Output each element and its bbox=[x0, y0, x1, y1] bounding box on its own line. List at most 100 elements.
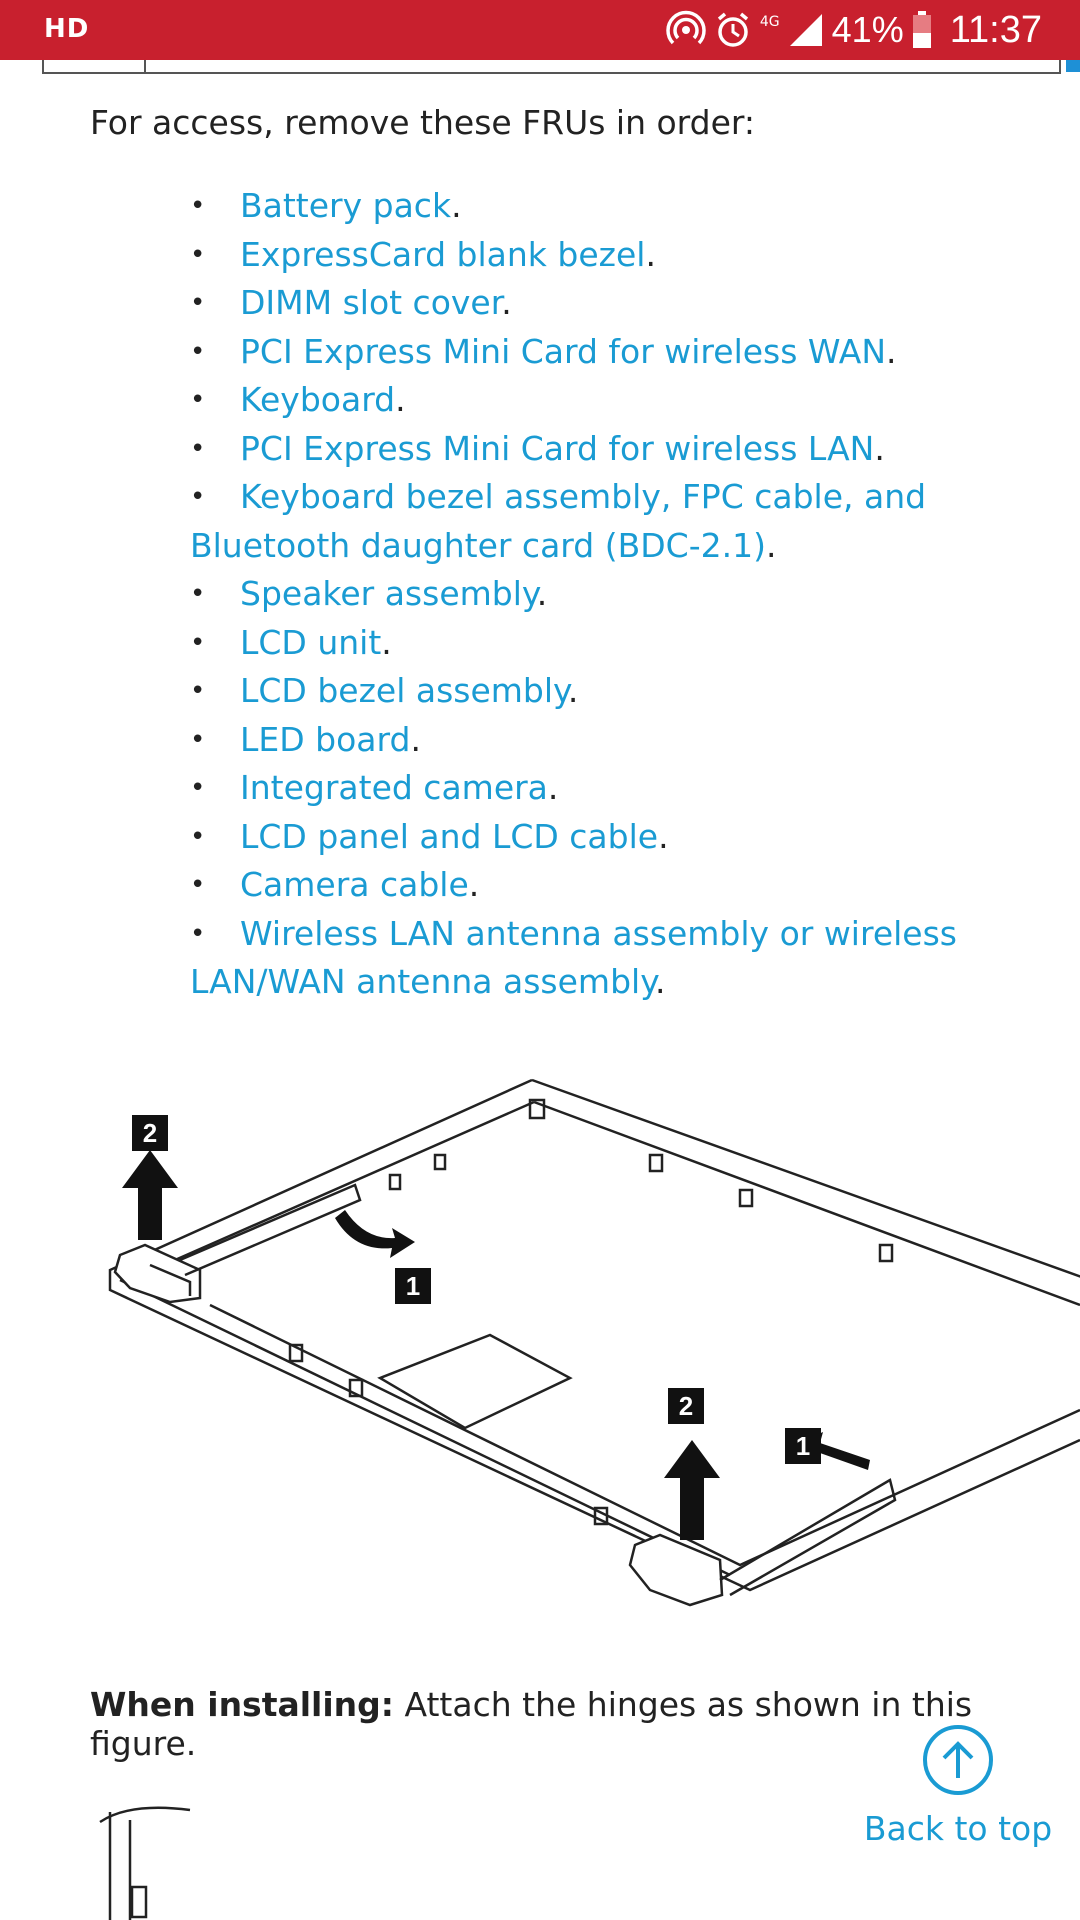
callout-1-right-label: 1 bbox=[796, 1431, 810, 1461]
intro-text: For access, remove these FRUs in order: bbox=[90, 103, 756, 142]
accent-edge bbox=[1066, 60, 1080, 72]
frame-lip bbox=[119, 1278, 731, 1577]
fru-item-text: Keyboard. bbox=[190, 376, 1080, 425]
fru-item-text: PCI Express Mini Card for wireless WAN. bbox=[190, 328, 1080, 377]
installing-lead: When installing: bbox=[90, 1685, 394, 1724]
fru-link[interactable]: Wireless LAN antenna assembly or wireles… bbox=[190, 913, 957, 1002]
alarm-icon bbox=[717, 12, 749, 47]
fru-item-text: DIMM slot cover. bbox=[190, 279, 1080, 328]
fru-link[interactable]: LED board bbox=[240, 719, 411, 759]
fru-item-text: LCD unit. bbox=[190, 619, 1080, 668]
fru-link[interactable]: ExpressCard blank bezel bbox=[240, 234, 646, 274]
installing-text: Attach the hinges as shown in this figur… bbox=[90, 1685, 973, 1763]
fru-punctuation: . bbox=[536, 574, 548, 613]
fru-link[interactable]: Battery pack bbox=[240, 186, 452, 225]
fru-item-text: Wireless LAN antenna assembly or wireles… bbox=[190, 910, 1080, 1007]
fru-item-text: Battery pack. bbox=[190, 182, 1080, 231]
up-arrow-right bbox=[664, 1440, 720, 1540]
fru-item-text: LCD bezel assembly. bbox=[190, 667, 1080, 716]
fru-list-item: Keyboard bezel assembly, FPC cable, and … bbox=[190, 473, 1080, 570]
fru-link[interactable]: Camera cable bbox=[240, 865, 469, 904]
fru-list-item: ExpressCard blank bezel. bbox=[190, 231, 1080, 280]
fru-list-item: Camera cable. bbox=[190, 861, 1080, 910]
fru-list-item: LCD unit. bbox=[190, 619, 1080, 668]
right-strip bbox=[719, 1478, 897, 1597]
fru-punctuation: . bbox=[468, 865, 480, 904]
fru-list-item: Keyboard. bbox=[190, 376, 1080, 425]
fru-item-text: LED board. bbox=[190, 716, 1080, 765]
callout-2-left bbox=[132, 1115, 168, 1151]
frame-inner bbox=[174, 1100, 1080, 1567]
up-arrow-left bbox=[122, 1150, 178, 1240]
fru-item-text: Speaker assembly. bbox=[190, 570, 1080, 619]
fru-item-text: LCD panel and LCD cable. bbox=[190, 813, 1080, 862]
fru-punctuation: . bbox=[451, 186, 462, 225]
fru-punctuation: . bbox=[765, 525, 777, 565]
network-type: 4G bbox=[759, 14, 780, 30]
callout-1-left bbox=[395, 1268, 431, 1304]
fru-link[interactable]: DIMM slot cover bbox=[240, 283, 502, 322]
fru-punctuation: . bbox=[567, 671, 579, 710]
fru-link[interactable]: PCI Express Mini Card for wireless LAN bbox=[240, 428, 875, 468]
fru-punctuation: . bbox=[886, 331, 897, 371]
status-bar: HD 4G 41% 11:37 bbox=[0, 0, 1080, 60]
header-box-edge bbox=[42, 60, 1061, 74]
fru-link[interactable]: Keyboard bezel assembly, FPC cable, and … bbox=[190, 477, 927, 565]
header-divider bbox=[144, 60, 146, 72]
fru-punctuation: . bbox=[658, 816, 669, 856]
battery-icon bbox=[912, 11, 931, 48]
fru-link[interactable]: Integrated camera bbox=[240, 768, 548, 807]
fru-item-text: Camera cable. bbox=[190, 861, 1080, 910]
fru-punctuation: . bbox=[655, 962, 666, 1001]
fru-link[interactable]: PCI Express Mini Card for wireless WAN bbox=[240, 331, 887, 371]
fru-punctuation: . bbox=[547, 768, 559, 807]
arrow-up-circle-icon[interactable] bbox=[923, 1725, 993, 1795]
curved-arrow-left bbox=[335, 1210, 415, 1258]
fru-list-item: LED board. bbox=[190, 716, 1080, 765]
fru-link[interactable]: Speaker assembly bbox=[240, 574, 537, 613]
fru-link[interactable]: LCD panel and LCD cable bbox=[240, 816, 659, 856]
callout-1-left-label: 1 bbox=[406, 1271, 420, 1301]
left-hinge bbox=[113, 1243, 202, 1304]
left-strip bbox=[179, 1183, 362, 1277]
fru-list-item: PCI Express Mini Card for wireless LAN. bbox=[190, 425, 1080, 474]
fru-list: Battery pack.ExpressCard blank bezel.DIM… bbox=[190, 182, 1080, 1007]
right-hinge bbox=[628, 1533, 724, 1607]
fru-link[interactable]: LCD bezel assembly bbox=[240, 671, 568, 710]
back-to-top-button[interactable]: Back to top bbox=[858, 1725, 1058, 1848]
status-icons: 4G 41% 11:37 bbox=[666, 0, 1080, 60]
battery-percent: 41% bbox=[831, 9, 904, 50]
label-panel bbox=[377, 1333, 573, 1430]
fru-item-text: PCI Express Mini Card for wireless LAN. bbox=[190, 425, 1080, 474]
fru-punctuation: . bbox=[410, 719, 421, 759]
fru-list-item: PCI Express Mini Card for wireless WAN. bbox=[190, 328, 1080, 377]
fru-list-item: LCD bezel assembly. bbox=[190, 667, 1080, 716]
signal-icon bbox=[789, 14, 822, 46]
fru-punctuation: . bbox=[395, 380, 406, 419]
fru-list-item: LCD panel and LCD cable. bbox=[190, 813, 1080, 862]
fru-link[interactable]: LCD unit bbox=[240, 622, 382, 662]
callout-2-right bbox=[668, 1388, 704, 1424]
hinge-removal-figure: 2 1 2 1 bbox=[108, 1078, 1080, 1607]
fru-list-item: Speaker assembly. bbox=[190, 570, 1080, 619]
fru-link[interactable]: Keyboard bbox=[240, 380, 396, 419]
fru-punctuation: . bbox=[381, 622, 392, 662]
fru-list-item: Wireless LAN antenna assembly or wireles… bbox=[190, 910, 1080, 1007]
fru-punctuation: . bbox=[501, 283, 512, 322]
callout-2-right-label: 2 bbox=[679, 1391, 693, 1421]
hd-indicator: HD bbox=[44, 14, 90, 44]
hotspot-icon bbox=[666, 10, 706, 45]
callout-1-right bbox=[785, 1428, 821, 1464]
fru-list-item: Integrated camera. bbox=[190, 764, 1080, 813]
fru-punctuation: . bbox=[874, 428, 885, 468]
installing-note: When installing: Attach the hinges as sh… bbox=[90, 1685, 1080, 1763]
fru-item-text: ExpressCard blank bezel. bbox=[190, 231, 1080, 280]
fru-punctuation: . bbox=[645, 234, 656, 274]
callout-2-left-label: 2 bbox=[143, 1118, 157, 1148]
fru-item-text: Keyboard bezel assembly, FPC cable, and … bbox=[190, 473, 1080, 570]
fru-list-item: DIMM slot cover. bbox=[190, 279, 1080, 328]
fru-list-item: Battery pack. bbox=[190, 182, 1080, 231]
back-to-top-label[interactable]: Back to top bbox=[863, 1809, 1053, 1848]
frame-outer bbox=[108, 1078, 1080, 1592]
hinge-detail-figure bbox=[99, 1806, 191, 1920]
